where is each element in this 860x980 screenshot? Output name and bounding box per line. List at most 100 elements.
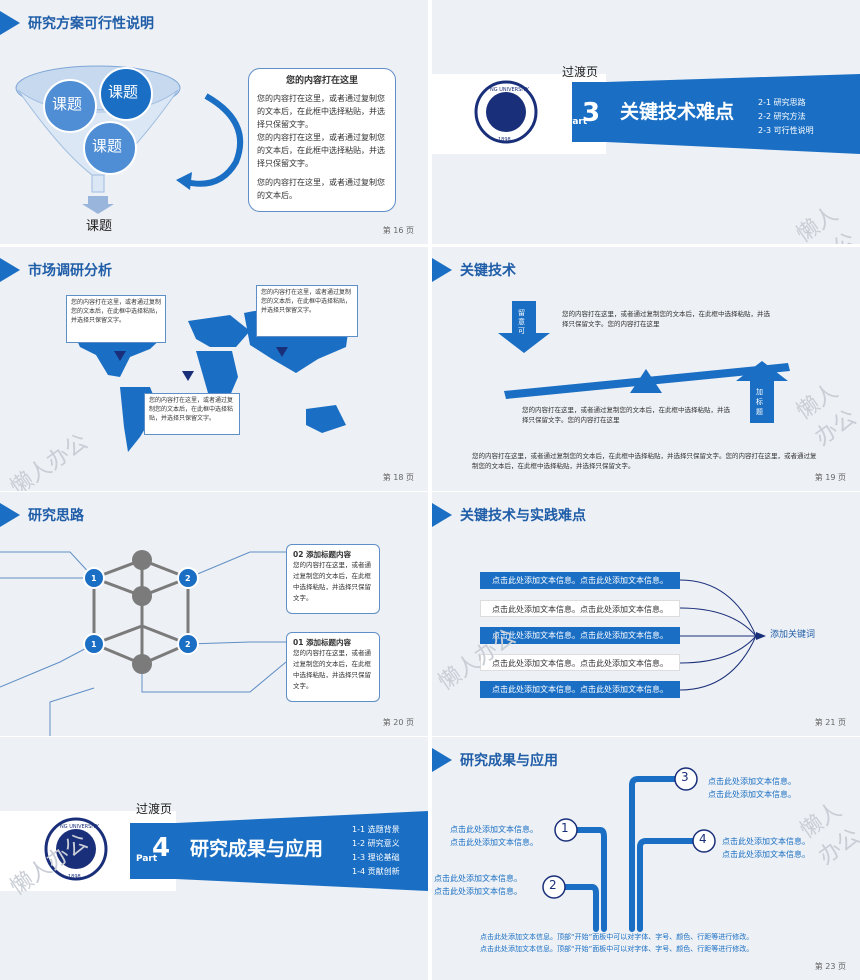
- text-line: 点击此处添加文本信息。: [434, 887, 522, 896]
- item-3-text: 点击此处添加文本信息。点击此处添加文本信息。: [708, 775, 796, 801]
- topic-card-02: 02 添加标题内容 您的内容打在这里，或者通过复制您的文本后，在此框中选择粘贴，…: [286, 544, 380, 614]
- card-body: 您的内容打在这里，或者通过复制您的文本后，在此框中选择粘贴，并选择只保留文字。: [293, 561, 371, 602]
- slide-23: 研究成果与应用 1 2 3 4 点击此处添加文本信息。点击此处添加文本信息。 点…: [432, 737, 860, 980]
- page-number: 第 23 页: [814, 962, 846, 971]
- item-2-text: 点击此处添加文本信息。点击此处添加文本信息。: [434, 872, 522, 898]
- section-item: 2-1 研究思路: [758, 98, 806, 107]
- down-arrow-icon: [82, 196, 114, 214]
- page-number: 第 20 页: [382, 718, 414, 727]
- transition-banner: [432, 74, 860, 154]
- keyword-label: 添加关键词: [770, 630, 816, 640]
- item-1-text: 点击此处添加文本信息。点击此处添加文本信息。: [450, 823, 538, 849]
- slide-header: 研究成果与应用: [432, 747, 558, 773]
- item-4-text: 点击此处添加文本信息。点击此处添加文本信息。: [722, 835, 810, 861]
- card-heading: 您的内容打在这里: [285, 76, 358, 86]
- text-line: 点击此处添加文本信息。顶部“开始”面板中可以对字体、字号、颜色、行距等进行修改。: [480, 933, 754, 941]
- text-bar: 点击此处添加文本信息。点击此处添加文本信息。: [480, 654, 680, 671]
- header-marker: [0, 11, 20, 35]
- transition-label: 过渡页: [136, 802, 173, 816]
- up-arrow-label: 加 标 题: [756, 388, 763, 416]
- slide-18: 市场调研分析 您的内容打在这里，或者通过复制您的文本后，在此框中选择粘贴，并选择…: [0, 247, 428, 491]
- arrow-head-icon: [756, 632, 766, 640]
- funnel-output-label: 课题: [86, 219, 113, 234]
- text-top: 您的内容打在这里，或者通过复制您的文本后，在此框中选择粘贴，并选择只保留文字。您…: [562, 310, 770, 328]
- footer-text: 点击此处添加文本信息。顶部“开始”面板中可以对字体、字号、颜色、行距等进行修改。…: [480, 931, 753, 955]
- slide-title: 研究思路: [28, 508, 84, 524]
- node-label: 4: [699, 832, 707, 846]
- node-label: 1: [91, 574, 97, 583]
- transition-title: 研究成果与应用: [190, 838, 324, 860]
- page-number: 第 16 页: [382, 226, 414, 235]
- text-middle: 您的内容打在这里，或者通过复制您的文本后，在此框中选择粘贴，并选择只保留文字。您…: [522, 406, 730, 424]
- card-paragraph: 您的内容打在这里，或者通过复制您的文本后，在此框中选择粘贴，并选择只保留文字。: [257, 94, 385, 129]
- text-line: 点击此处添加文本信息。: [434, 874, 522, 883]
- text-bottom: 您的内容打在这里，或者通过复制您的文本后，在此框中选择粘贴，并选择只保留文字。您…: [472, 452, 817, 470]
- down-arrow-icon: [498, 301, 550, 353]
- section-list: 1-1 选题背景 1-2 研究意义 1-3 理论基础 1-4 贡献创新: [352, 823, 400, 879]
- bubble-1: [43, 79, 97, 133]
- slide-transition-4: 过渡页 Part 4 研究成果与应用 1-1 选题背景 1-2 研究意义 1-3…: [0, 737, 428, 980]
- callout-text: 您的内容打在这里，或者通过复制您的文本后，在此框中选择粘贴，并选择只保留文字。: [71, 299, 162, 324]
- node-label: 1: [561, 821, 569, 835]
- node-label: 2: [185, 640, 191, 649]
- header-marker: [0, 503, 20, 527]
- text-bar: 点击此处添加文本信息。点击此处添加文本信息。: [480, 627, 680, 644]
- title-banner: [176, 811, 428, 891]
- bubble-2: [99, 67, 153, 121]
- slide-header: 市场调研分析: [0, 257, 112, 283]
- slide-title: 市场调研分析: [28, 263, 112, 279]
- down-arrow-label: 留 意 可: [518, 309, 525, 335]
- fulcrum: [630, 369, 662, 393]
- slide-title: 研究成果与应用: [460, 753, 558, 769]
- convergence-lines: [679, 579, 766, 691]
- slide-header: 研究方案可行性说明: [0, 10, 154, 36]
- part-label: Part: [136, 854, 158, 864]
- card-paragraph: 您的内容打在这里，或者通过复制您的文本后。: [257, 178, 385, 200]
- part-number: 4: [152, 833, 171, 863]
- card-body: 您的内容打在这里，或者通过复制您的文本后，在此框中选择粘贴，并选择只保留文字。: [293, 649, 371, 690]
- transition-title: 关键技术难点: [620, 101, 735, 123]
- section-item: 1-3 理论基础: [352, 853, 400, 862]
- slide-16: 研究方案可行性说明 课题 课题 课题 课题 您的内容打在这里 您的内容打在这里，…: [0, 0, 428, 244]
- callout-text: 您的内容打在这里，或者通过复制您的文本后，在此框中选择粘贴，并选择只保留文字。: [261, 289, 352, 314]
- text-line: 点击此处添加文本信息。: [450, 825, 538, 834]
- card-paragraph: 您的内容打在这里，或者通过复制您的文本后，在此框中选择粘贴，并选择只保留文字。: [257, 133, 385, 168]
- slide-header: 关键技术: [432, 257, 516, 283]
- up-arrow-icon: [736, 361, 788, 423]
- section-item: 1-2 研究意义: [352, 839, 400, 848]
- slide-title: 关键技术: [460, 263, 516, 279]
- page-number: 第 19 页: [814, 473, 846, 482]
- header-marker: [432, 748, 452, 772]
- map-callout-1: 您的内容打在这里，或者通过复制您的文本后，在此框中选择粘贴，并选择只保留文字。: [66, 295, 166, 343]
- bubble-label-2: 课题: [108, 83, 139, 101]
- bubble-label-1: 课题: [52, 95, 83, 113]
- node-label: 3: [681, 770, 689, 784]
- slide-header: 关键技术与实践难点: [432, 502, 586, 528]
- section-item: 1-4 贡献创新: [352, 867, 400, 876]
- text-bar: 点击此处添加文本信息。点击此处添加文本信息。: [480, 572, 680, 589]
- map-marker-icon: [114, 351, 126, 361]
- text-line: 点击此处添加文本信息。: [708, 777, 796, 786]
- slide-21: 关键技术与实践难点 点击此处添加文本信息。点击此处添加文本信息。 点击此处添加文…: [432, 492, 860, 736]
- callout-text: 您的内容打在这里，或者通过复制您的文本后，在此框中选择粘贴，并选择只保留文字。: [149, 397, 234, 422]
- slide-title: 关键技术与实践难点: [460, 508, 586, 524]
- logo-year: 1898: [68, 874, 81, 880]
- node-label: 1: [91, 640, 97, 649]
- curved-arrow: [185, 93, 244, 187]
- bubble-3: [83, 121, 137, 175]
- bubble-label-3: 课题: [92, 137, 123, 155]
- transition-label: 过渡页: [562, 65, 599, 79]
- card-heading: 02 添加标题内容: [293, 550, 352, 559]
- logo-text: NG UNIVERSITY: [490, 87, 529, 93]
- map-marker-icon: [276, 347, 288, 357]
- page-number: 第 18 页: [382, 473, 414, 482]
- part-label: Part: [566, 117, 588, 127]
- section-list: 2-1 研究思路 2-2 研究方法 2-3 可行性说明: [758, 96, 814, 138]
- part-number: 3: [582, 98, 601, 128]
- header-marker: [432, 258, 452, 282]
- branching-diagram: [542, 767, 716, 932]
- funnel-diagram: [15, 65, 244, 214]
- section-item: 2-3 可行性说明: [758, 126, 814, 135]
- transition-banner: [0, 811, 428, 891]
- map-marker-icon: [182, 371, 194, 381]
